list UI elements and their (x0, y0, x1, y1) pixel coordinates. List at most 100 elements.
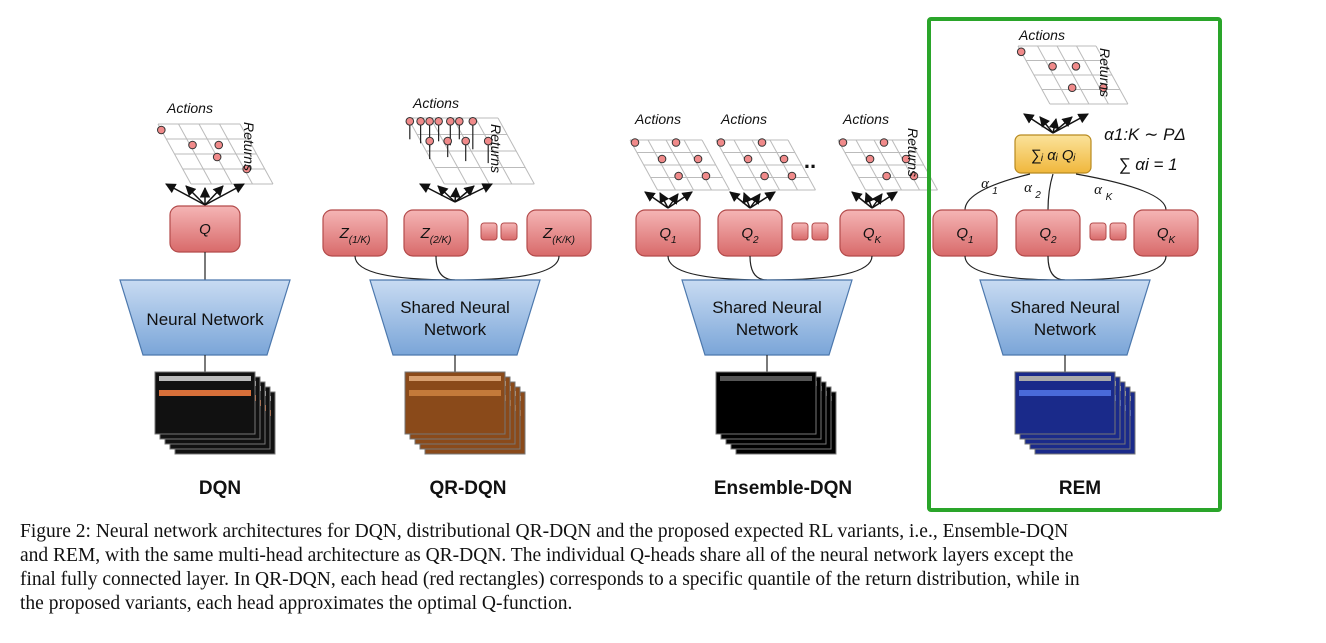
mix-box: ∑ᵢ αᵢ Qᵢ (1014, 134, 1092, 174)
arrow (659, 192, 670, 209)
data-point (1067, 83, 1077, 93)
data-point (188, 140, 197, 150)
connector (1047, 173, 1054, 211)
ellipsis: .. (804, 148, 816, 173)
q-head: Q1 (932, 209, 998, 257)
data-point (901, 154, 911, 164)
data-point (657, 154, 667, 164)
actions-label: Actions (412, 95, 459, 111)
data-point (882, 171, 891, 181)
grid-line (239, 123, 274, 185)
q-head: Q2 (1015, 209, 1081, 257)
caption-line: Figure 2: Neural network architectures f… (20, 521, 1069, 542)
mix-rect (1014, 134, 1092, 174)
arrow (742, 192, 753, 209)
data-point (405, 117, 415, 126)
frame-band (720, 376, 812, 381)
frame (1014, 371, 1116, 435)
alpha-subscript: 1 (992, 186, 998, 197)
actions-label: Actions (634, 111, 681, 127)
data-point (787, 171, 797, 181)
arrow (1048, 117, 1060, 134)
arrow (165, 183, 206, 206)
data-point (630, 138, 640, 147)
q-head: QK (1133, 209, 1199, 257)
head-label: Q1 (956, 225, 973, 246)
grid-line (873, 139, 902, 191)
frame-band (409, 390, 501, 396)
data-point (425, 136, 435, 146)
returns-grid (715, 138, 816, 191)
game-frames (715, 371, 837, 455)
panel-title: QR-DQN (429, 478, 506, 499)
grid-line (769, 139, 798, 191)
grid-line (665, 139, 694, 191)
grid-line (891, 139, 920, 191)
frame-band (159, 376, 251, 381)
connector (749, 255, 768, 281)
network-label: Shared Neural (712, 298, 822, 317)
q-head: QK (839, 209, 905, 257)
data-point (157, 125, 166, 135)
data-point (242, 164, 252, 174)
alpha-subscript: 2 (1034, 190, 1041, 201)
grid-line (909, 139, 938, 191)
head-box (322, 209, 388, 257)
alpha-label: α (981, 176, 990, 192)
neural-network: Neural Network (119, 279, 291, 356)
figure-caption: Figure 2: Neural network architectures f… (20, 520, 1310, 616)
returns-grid (405, 117, 535, 185)
frame (715, 371, 817, 435)
frame (154, 371, 256, 435)
actions-label: Actions (1018, 27, 1065, 43)
data-point (446, 117, 455, 126)
connector (1064, 255, 1167, 281)
network-trapezoid (681, 279, 853, 356)
arrow (1039, 116, 1054, 134)
arrow (454, 185, 475, 203)
grid-line (701, 139, 730, 191)
q-head: Q2 (717, 209, 783, 257)
data-point (760, 171, 769, 181)
arrow (204, 183, 245, 206)
head-box (526, 209, 592, 257)
data-point (1016, 47, 1026, 57)
arrow (454, 183, 493, 203)
data-point (1071, 62, 1081, 71)
alpha-label: α (1024, 180, 1033, 196)
data-point (779, 154, 789, 164)
head-label: Q2 (741, 225, 759, 246)
network-label: Shared Neural (400, 298, 510, 317)
equation: α1:K ∼ PΔ (1104, 125, 1186, 144)
data-point (434, 117, 443, 126)
arrow (871, 191, 898, 209)
returns-label: Returns (905, 128, 921, 177)
head-box (403, 209, 469, 257)
head-label: QK (863, 225, 883, 246)
data-point (674, 171, 683, 181)
q-head: Q (169, 205, 241, 253)
data-point (838, 138, 848, 147)
head-ellipsis-box (480, 222, 498, 241)
returns-grid (157, 123, 274, 185)
rem-highlight-box (927, 17, 1222, 512)
mix-label: ∑ᵢ αᵢ Qᵢ (1031, 147, 1077, 164)
network-trapezoid (369, 279, 541, 356)
head-label: Q1 (659, 225, 676, 246)
arrow (864, 192, 875, 209)
actions-label: Actions (166, 100, 213, 116)
data-point (693, 154, 703, 164)
arrow (185, 185, 206, 206)
returns-grid (837, 138, 938, 191)
data-point (416, 117, 425, 126)
returns-label: Returns (1097, 48, 1113, 97)
network-trapezoid (119, 279, 291, 356)
data-point (443, 136, 453, 146)
arrow (644, 191, 669, 209)
data-point (1099, 83, 1108, 93)
arrow (749, 191, 776, 209)
